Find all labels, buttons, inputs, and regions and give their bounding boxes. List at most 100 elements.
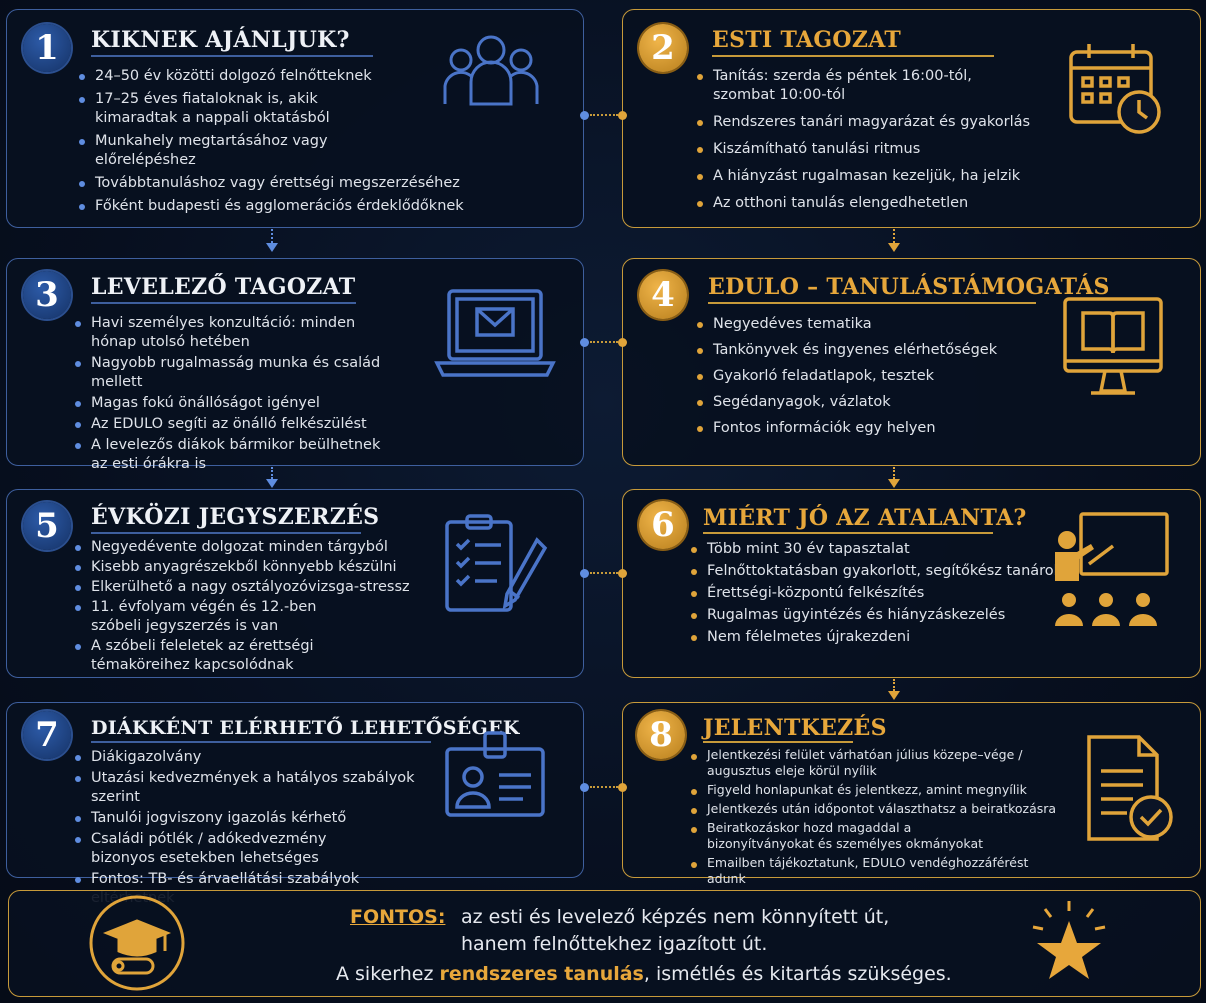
id-badge-icon <box>445 731 545 817</box>
list-item: Diákigazolvány <box>73 748 433 767</box>
card-items: Diákigazolvány Utazási kedvezmények a ha… <box>73 748 433 912</box>
card-title: KIKNEK AJÁNLJUK? <box>91 27 350 53</box>
card-7-diakkent: 7 DIÁKKÉNT ELÉRHETŐ LEHETŐSÉGEK Diákigaz… <box>6 702 584 906</box>
note-line-3-highlight: rendszeres tanulás <box>439 963 644 985</box>
note-line-2: hanem felnőttekhez igazított út. <box>461 933 768 955</box>
connector-dot <box>618 783 627 792</box>
list-item: 24–50 év közötti dolgozó felnőtteknek <box>77 67 477 86</box>
card-items: 24–50 év közötti dolgozó felnőtteknek 17… <box>77 67 477 220</box>
card-items: Tanítás: szerda és péntek 16:00-tól, szo… <box>695 67 1055 217</box>
monitor-book-icon <box>1063 297 1163 395</box>
title-underline <box>712 55 994 57</box>
list-item: Kisebb anyagrészekből könnyebb készülni <box>73 558 433 577</box>
list-item: Elkerülhető a nagy osztályozóvizsga-stre… <box>73 578 433 597</box>
step-number-badge: 8 <box>637 711 685 759</box>
title-underline <box>708 302 1036 304</box>
list-item: Gyakorló feladatlapok, tesztek <box>695 367 1055 386</box>
list-item: Negyedéves tematika <box>695 315 1055 334</box>
card-title: JELENTKEZÉS <box>703 715 887 741</box>
step-number-badge: 1 <box>23 24 71 72</box>
graduation-cap-diploma-icon <box>89 895 185 991</box>
step-number-badge: 6 <box>639 501 687 549</box>
list-item: Segédanyagok, vázlatok <box>695 393 1055 412</box>
card-6-miert-jo: 6 MIÉRT JÓ AZ ATALANTA? Több mint 30 év … <box>622 489 1201 678</box>
title-underline <box>91 741 431 743</box>
flow-arrow-line <box>893 467 895 479</box>
card-items: Havi személyes konzultáció: minden hónap… <box>73 314 433 478</box>
laptop-mail-icon <box>434 289 556 377</box>
important-label: FONTOS: <box>350 906 446 928</box>
list-item: Jelentkezési felület várhatóan július kö… <box>689 747 1069 779</box>
note-line-1: az esti és levelező képzés nem könnyítet… <box>461 906 890 928</box>
step-number-badge: 2 <box>639 24 687 72</box>
card-items: Jelentkezési felület várhatóan július kö… <box>689 747 1069 891</box>
list-item: Emailben tájékoztatunk, EDULO vendéghozz… <box>689 855 1069 887</box>
list-item: Az otthoni tanulás elengedhetetlen <box>695 194 1055 213</box>
list-item: A hiányzást rugalmasan kezeljük, ha jelz… <box>695 167 1055 186</box>
list-item: Tanulói jogviszony igazolás kérhető <box>73 809 433 828</box>
card-title: ÉVKÖZI JEGYSZERZÉS <box>91 504 380 530</box>
connector-dot <box>580 783 589 792</box>
card-title: ESTI TAGOZAT <box>712 27 902 53</box>
card-items: Negyedévente dolgozat minden tárgyból Ki… <box>73 538 433 679</box>
card-8-jelentkezes: 8 JELENTKEZÉS Jelentkezési felület várha… <box>622 702 1201 886</box>
list-item: Fontos információk egy helyen <box>695 419 1055 438</box>
list-item: Rendszeres tanári magyarázat és gyakorlá… <box>695 113 1055 132</box>
flow-arrow-line <box>271 229 273 243</box>
flow-arrow-head <box>266 243 278 252</box>
step-number-badge: 4 <box>639 271 687 319</box>
card-1-kiknek-ajanljuk: 1 KIKNEK AJÁNLJUK? 24–50 év közötti dolg… <box>6 9 584 228</box>
connector-dot <box>618 111 627 120</box>
list-item: Főként budapesti és agglomerációs érdekl… <box>77 197 477 216</box>
list-item: 11. évfolyam végén és 12.-ben szóbeli je… <box>73 598 371 636</box>
note-line-3: A sikerhez rendszeres tanulás, ismétlés … <box>336 963 952 985</box>
list-item: Rugalmas ügyintézés és hiányzáskezelés <box>689 606 1069 625</box>
list-item: Nagyobb rugalmasság munka és család mell… <box>73 354 433 392</box>
list-item: Figyeld honlapunkat és jelentkezz, amint… <box>689 782 1069 798</box>
connector-line <box>590 786 618 788</box>
flow-arrow-head <box>266 479 278 488</box>
connector-dot <box>580 111 589 120</box>
list-item: Magas fokú önállóságot igényel <box>73 394 433 413</box>
connector-dot <box>618 338 627 347</box>
list-item: Nem félelmetes újrakezdeni <box>689 628 1069 647</box>
list-item: Havi személyes konzultáció: minden hónap… <box>73 314 361 352</box>
list-item: Érettségi-központú felkészítés <box>689 584 1069 603</box>
flow-arrow-head <box>888 691 900 700</box>
connector-dot <box>618 569 627 578</box>
list-item: Több mint 30 év tapasztalat <box>689 540 1069 559</box>
connector-dot <box>580 338 589 347</box>
title-underline <box>703 532 993 534</box>
title-underline <box>703 741 853 743</box>
title-underline <box>91 532 361 534</box>
teacher-classroom-icon <box>1055 512 1169 626</box>
list-item: Jelentkezés után időpontot választhatsz … <box>689 801 1069 817</box>
important-note-banner: FONTOS: az esti és levelező képzés nem k… <box>8 890 1201 997</box>
list-item: Tanítás: szerda és péntek 16:00-tól, szo… <box>695 67 983 105</box>
note-line-3-post: , ismétlés és kitartás szükséges. <box>643 963 952 985</box>
title-underline <box>91 55 373 57</box>
card-title: DIÁKKÉNT ELÉRHETŐ LEHETŐSÉGEK <box>91 717 520 739</box>
card-title: EDULO – TANULÁSTÁMOGATÁS <box>708 274 1110 300</box>
card-3-levelezo-tagozat: 3 LEVELEZŐ TAGOZAT Havi személyes konzul… <box>6 258 584 472</box>
flow-arrow-line <box>271 467 273 479</box>
connector-line <box>590 341 618 343</box>
calendar-clock-icon <box>1069 44 1161 134</box>
list-item: Utazási kedvezmények a hatályos szabályo… <box>73 769 433 807</box>
list-item: Negyedévente dolgozat minden tárgyból <box>73 538 433 557</box>
card-items: Több mint 30 év tapasztalat Felnőttoktat… <box>689 540 1069 651</box>
connector-dot <box>580 569 589 578</box>
card-title: MIÉRT JÓ AZ ATALANTA? <box>703 505 1027 531</box>
card-2-esti-tagozat: 2 ESTI TAGOZAT Tanítás: szerda és péntek… <box>622 9 1201 228</box>
connector-line <box>590 572 618 574</box>
list-item: 17–25 éves fiataloknak is, akik kimaradt… <box>77 90 355 128</box>
list-item: Továbbtanuláshoz vagy érettségi megszerz… <box>77 174 477 193</box>
flow-arrow-head <box>888 243 900 252</box>
list-item: Családi pótlék / adókedvezmény bizonyos … <box>73 830 381 868</box>
list-item: Munkahely megtartásához vagy előrelépésh… <box>77 132 345 170</box>
title-underline <box>91 302 356 304</box>
step-number-badge: 5 <box>23 502 71 550</box>
clipboard-pencil-icon <box>445 514 548 612</box>
flow-arrow-line <box>893 229 895 243</box>
note-line-3-pre: A sikerhez <box>336 963 440 985</box>
